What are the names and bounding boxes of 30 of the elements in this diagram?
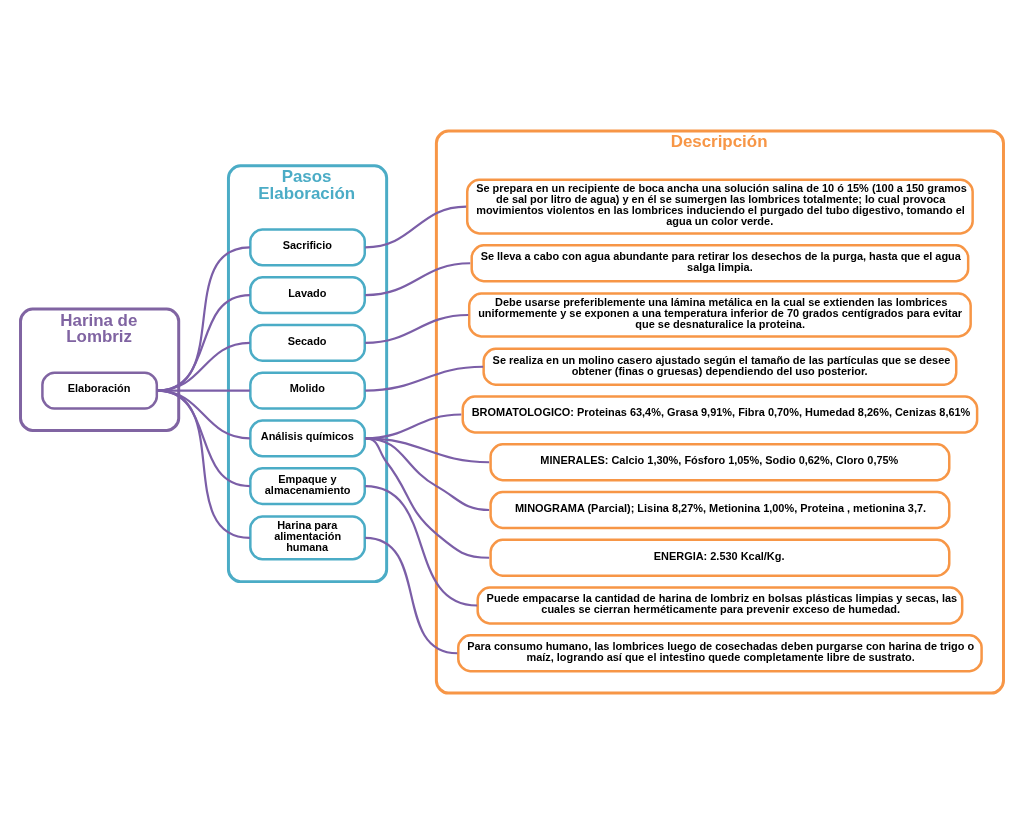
node-box: ENERGIA: 2.530 Kcal/Kg. xyxy=(489,538,951,577)
connector xyxy=(365,313,469,344)
node-box: Se realiza en un molino casero ajustado según el tamaño de las partículas que se desee obtener (finas o gruesas) dependiendo del uso posterior. xyxy=(482,347,958,386)
connector xyxy=(365,436,490,559)
node-box: MINERALES: Calcio 1,30%, Fósforo 1,05%, Sodio 0,62%, Cloro 0,75% xyxy=(489,442,951,481)
connector xyxy=(157,293,250,392)
node-box: Puede empacarse la cantidad de harina de lombriz en bolsas plásticas limpias y secas, las cuales se cierran herméticamente para prevenir exceso de humedad. xyxy=(476,585,964,625)
node-box: Análisis químicos xyxy=(249,418,366,457)
connector xyxy=(157,245,251,392)
node-box: Sacrificio xyxy=(249,227,366,266)
node-box: Debe usarse preferiblemente una lámina metálica en la cual se extienden las lombrices uniformemente y se exponen a una temperatura inferior de 70 grados centígrados para evitar que se desnaturalice la proteina. xyxy=(467,291,972,338)
node-box: Lavado xyxy=(249,275,366,314)
node-box: Se lleva a cabo con agua abundante para retirar los desechos de la purga, hasta que el agua salga limpia. xyxy=(470,243,970,282)
node-box: Se prepara en un recipiente de boca ancha una solución salina de 10 ó 15% (100 a 150 gramos de sal por litro de agua) y en él se sumergen las lombrices totalmente; lo cual provoca movimientos violentos en las lombrices induciendo el purgado del tubo digestivo, tomando el agua un color verde. xyxy=(466,177,974,235)
connector xyxy=(365,204,467,248)
node-box: MINOGRAMA (Parcial); Lisina 8,27%, Metionina 1,00%, Proteina , metionina 3,7. xyxy=(489,490,951,529)
node-box: Para consumo humano, las lombrices luego de cosechadas deben purgarse con harina de trigo o maíz, logrando así que el intestino quede completamente libre de sustrato. xyxy=(457,633,983,672)
connector xyxy=(365,484,478,607)
node-box: Molido xyxy=(249,370,366,410)
node-box: Harina para alimentación humana xyxy=(249,514,366,560)
connector xyxy=(365,536,458,654)
connector xyxy=(365,436,490,511)
connector xyxy=(365,261,471,296)
connector xyxy=(157,341,250,392)
node-box: Empaque y almacenamiento xyxy=(249,466,366,505)
node-box: Secado xyxy=(249,323,366,362)
connector xyxy=(365,365,484,392)
node-box: BROMATOLOGICO: Proteinas 63,4%, Grasa 9,91%, Fibra 0,70%, Humedad 8,26%, Cenizas 8,61% xyxy=(461,394,979,434)
node-box: Elaboración xyxy=(41,370,159,410)
connector xyxy=(157,389,251,539)
